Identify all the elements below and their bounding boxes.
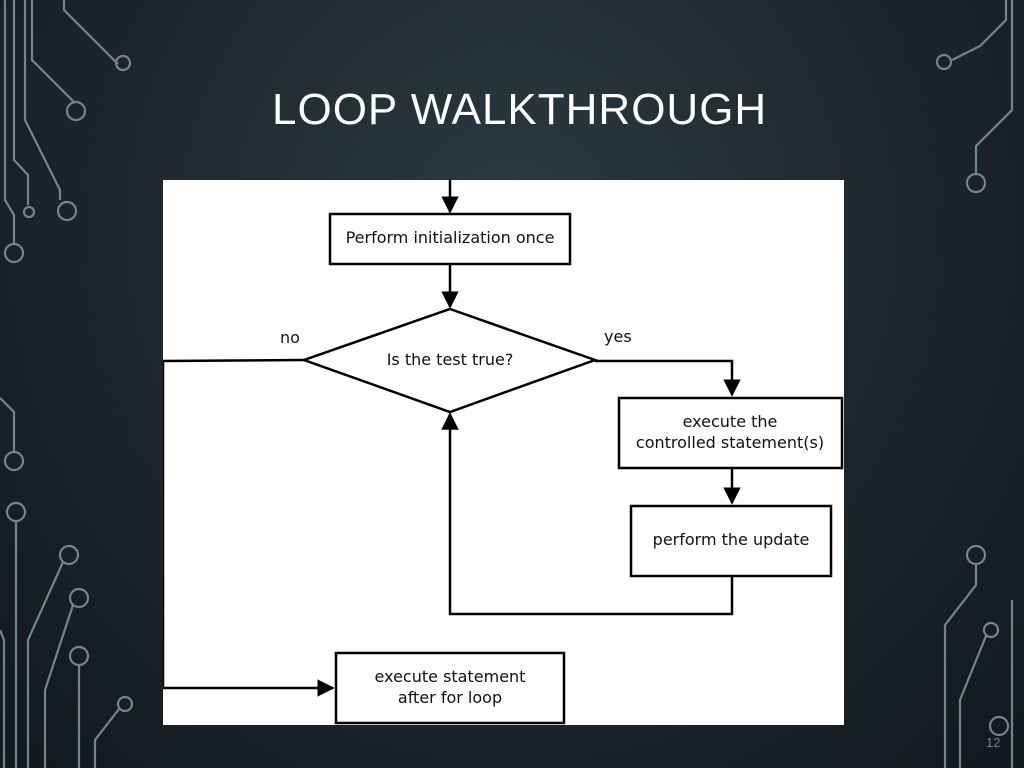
- loop-back-arrow: [441, 412, 734, 616]
- circuit-node: [965, 172, 987, 194]
- after-box: [334, 651, 566, 725]
- circuit-node: [935, 53, 953, 71]
- circuit-trace: [951, 0, 1008, 61]
- circuit-trace: [30, 0, 76, 104]
- circuit-node: [988, 715, 1010, 737]
- circuit-node: [56, 200, 78, 222]
- no-branch-line: [161, 358, 305, 688]
- circuit-node: [982, 621, 1000, 639]
- circuit-node: [3, 242, 25, 264]
- test-label: Is the test true?: [387, 350, 514, 369]
- circuit-node: [58, 544, 80, 566]
- test-diamond: [300, 307, 599, 414]
- circuit-node: [68, 645, 90, 667]
- after-box-label-line2: after for loop: [398, 688, 502, 707]
- init-box: [328, 212, 572, 266]
- circuit-trace: [943, 564, 978, 768]
- page-number: 12: [986, 735, 1001, 750]
- body-box-label-line1: execute the: [683, 412, 778, 431]
- circuit-node: [3, 450, 25, 472]
- circuit-trace: [93, 708, 120, 768]
- circuit-trace: [26, 561, 65, 768]
- after-box-label-line1: execute statement: [375, 667, 526, 686]
- circuit-trace: [958, 635, 988, 768]
- circuit-node: [965, 544, 987, 566]
- circuit-trace: [0, 397, 16, 451]
- init-box-label: Perform initialization once: [346, 228, 555, 247]
- slide-title: LOOP WALKTHROUGH: [272, 85, 768, 134]
- body-box-label-line2: controlled statement(s): [636, 433, 824, 452]
- circuit-trace: [23, 0, 62, 200]
- update-box-label: perform the update: [653, 530, 810, 549]
- circuit-trace: [974, 0, 1014, 173]
- circuit-node: [5, 501, 27, 523]
- yes-label: yes: [604, 327, 632, 346]
- yes-branch-arrow: [595, 359, 741, 397]
- body-box: [617, 396, 844, 470]
- circuit-node: [22, 205, 36, 219]
- circuit-trace: [12, 0, 30, 205]
- circuit-trace: [62, 0, 119, 65]
- circuit-node: [68, 587, 90, 609]
- circuit-node: [114, 54, 132, 72]
- circuit-node: [65, 100, 87, 122]
- circuit-node: [116, 695, 134, 713]
- circuit-trace: [3, 0, 16, 243]
- loop-flowchart: Perform initialization once Is the test …: [161, 180, 844, 725]
- no-label: no: [280, 328, 300, 347]
- circuit-trace: [43, 604, 75, 768]
- circuit-trace: [0, 629, 6, 768]
